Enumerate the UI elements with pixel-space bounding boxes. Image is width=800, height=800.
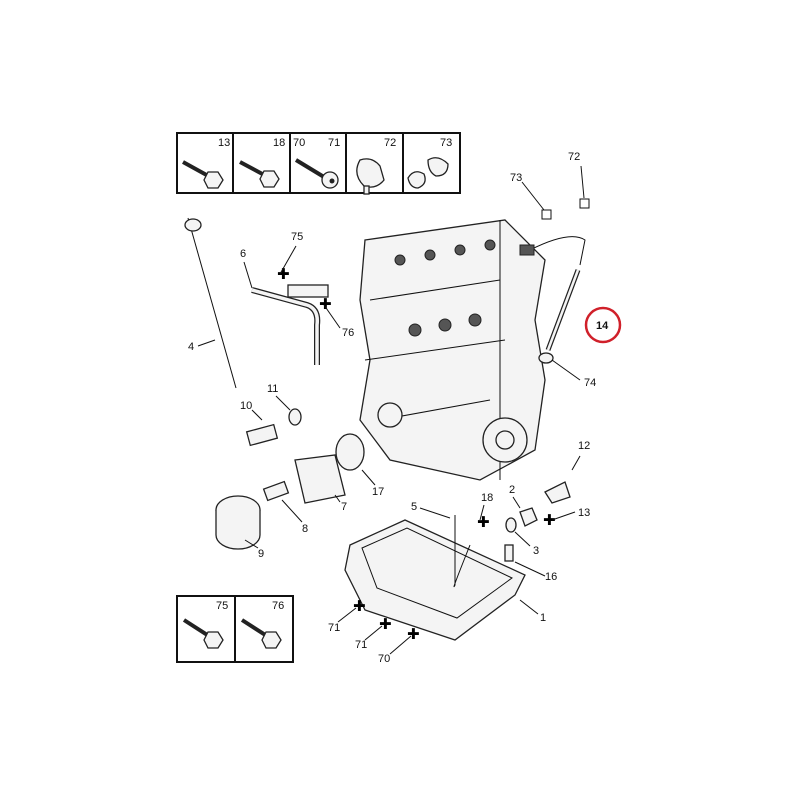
hex-bolt-icon [182, 618, 224, 649]
double-clip-icon [407, 157, 449, 189]
dipstick [184, 217, 237, 389]
leader-line [364, 625, 383, 641]
leader-line [571, 455, 581, 471]
leader-line [197, 339, 216, 347]
legend-label-71: 71 [328, 137, 340, 149]
hex-bolt-icon [182, 160, 224, 189]
leader-line [519, 599, 539, 615]
callout-9: 9 [258, 548, 264, 560]
leader-line [551, 511, 576, 521]
leader-line [514, 561, 546, 577]
callout-17: 17 [372, 486, 384, 498]
bottom-fastener-legend: 75 76 [176, 595, 294, 663]
engine-block [359, 219, 546, 481]
clip-73-marker [541, 209, 552, 220]
leader-line [244, 539, 259, 549]
sump-plug [505, 507, 538, 533]
fastener-cross-icon: ✚ [353, 597, 366, 615]
dipstick-tube [251, 284, 329, 365]
callout-8: 8 [302, 523, 308, 535]
callout-3: 3 [533, 545, 539, 557]
callout-11: 11 [267, 383, 278, 395]
callout-13: 13 [578, 507, 590, 519]
clip-with-nipple-icon [356, 158, 385, 195]
fastener-cross-icon: ✚ [477, 513, 490, 531]
fastener-cross-icon: ✚ [379, 615, 392, 633]
bracket-12 [544, 481, 571, 504]
legend-label-75: 75 [216, 600, 228, 612]
callout-72: 72 [568, 151, 580, 163]
leader-line [251, 409, 263, 421]
legend-label-70: 70 [293, 137, 305, 149]
clip-72-marker [579, 198, 590, 209]
filter-union [262, 480, 290, 502]
fastener-cross-icon: ✚ [277, 265, 290, 283]
callout-labels: 73 72 14 74 75 6 76 4 11 10 17 7 8 9 12 13 5 18 2 3 16 1 71 71 7… [188, 151, 609, 665]
callout-6: 6 [240, 248, 246, 260]
legend-label-18: 18 [273, 137, 285, 149]
leader-line [551, 359, 581, 381]
flange-bolt-icon [240, 618, 282, 649]
oil-cooler [294, 433, 365, 504]
callout-18: 18 [481, 492, 493, 504]
leader-line [479, 504, 485, 521]
leader-line [521, 181, 545, 211]
cylinder-head-detail [394, 239, 496, 337]
leader-line [514, 531, 531, 547]
leader-line [275, 395, 291, 411]
callout-5: 5 [411, 501, 417, 513]
fastener-cross-icon: ✚ [319, 295, 332, 313]
leader-line [580, 165, 585, 199]
callout-1: 1 [540, 612, 546, 624]
callout-75: 75 [291, 231, 303, 243]
dowel-pin [504, 544, 514, 562]
top-fastener-legend: 13 18 70 71 72 73 [176, 132, 461, 195]
fastener-cross-icon: ✚ [407, 625, 420, 643]
callout-71: 71 [328, 622, 340, 634]
fastener-markers: ✚ ✚ ✚ ✚ ✚ ✚ ✚ [277, 265, 556, 643]
legend-label-72: 72 [384, 137, 396, 149]
leader-line [243, 261, 253, 289]
leader-line [512, 496, 521, 509]
callout-10: 10 [240, 400, 252, 412]
callout-74: 74 [584, 377, 596, 389]
callout-4: 4 [188, 341, 194, 353]
leader-line [361, 469, 376, 486]
flange-bolt-icon [239, 160, 280, 188]
leader-line [279, 245, 297, 275]
legend-label-13: 13 [218, 137, 230, 149]
leader-line [389, 635, 412, 655]
callout-2: 2 [509, 484, 515, 496]
callout-7: 7 [341, 501, 347, 513]
leader-lines [197, 165, 585, 655]
callout-12: 12 [578, 440, 590, 452]
oil-sump [344, 515, 526, 641]
callout-16: 16 [545, 571, 557, 583]
legend-label-73: 73 [440, 137, 452, 149]
callout-73: 73 [510, 172, 522, 184]
socket-bolt-icon [294, 158, 339, 189]
fastener-cross-icon: ✚ [543, 511, 556, 529]
leader-line [334, 494, 341, 503]
callout-70: 70 [378, 653, 390, 665]
oil-pressure-switch [245, 408, 302, 447]
callout-76: 76 [342, 327, 354, 339]
highlight-circle [584, 306, 622, 344]
legend-label-76: 76 [272, 600, 284, 612]
callout-71: 71 [355, 639, 367, 651]
oil-filter [215, 495, 261, 550]
leader-line [337, 607, 357, 623]
oil-level-sensor [519, 236, 586, 364]
leader-line [419, 507, 451, 519]
leader-line [281, 499, 303, 523]
leader-line [323, 304, 341, 329]
callout-14: 14 [596, 320, 609, 332]
